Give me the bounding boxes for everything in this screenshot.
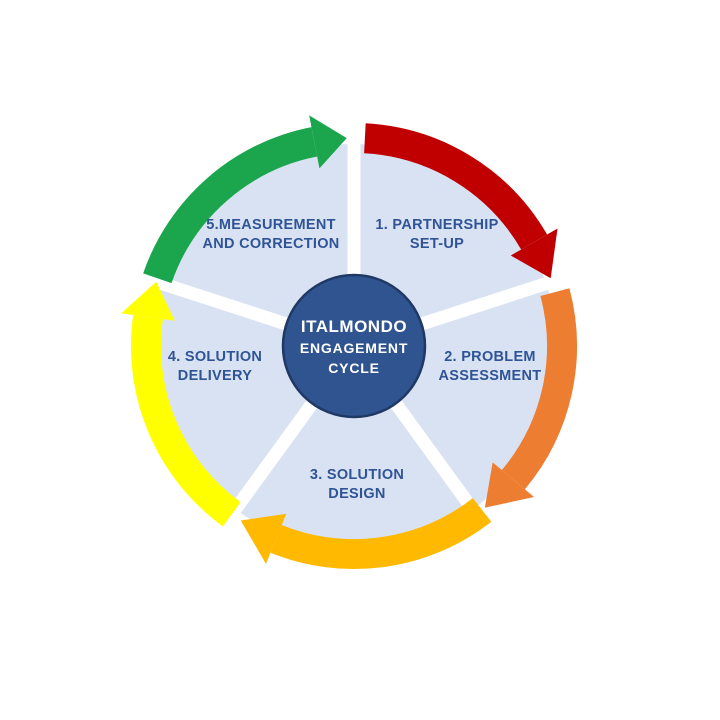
cycle-arrowhead-green <box>309 115 347 169</box>
cycle-arrowhead-gold <box>240 513 287 564</box>
cycle-arrowhead-yellow <box>121 281 175 321</box>
cycle-arrow-arc-green <box>143 127 318 284</box>
cycle-arrow-arc-yellow <box>131 314 241 527</box>
segment-label-solution-design: 3. SOLUTION DESIGN <box>309 467 405 502</box>
segment-label-measurement-correction: 5.MEASUREMENT AND CORRECTION <box>202 217 340 252</box>
segment-label-solution-delivery: 4. SOLUTION DELIVERY <box>167 349 263 384</box>
center-title-block: ITALMONDO ENGAGEMENT CYCLE <box>274 315 434 378</box>
center-circle <box>281 273 427 419</box>
segment-label-partnership-setup: 1. PARTNERSHIP SET-UP <box>375 217 499 252</box>
cycle-arrow-arc-orange <box>501 288 577 490</box>
wedge-segment-3 <box>235 346 473 548</box>
cycle-arrow-arc-dark-red <box>363 123 548 250</box>
center-title-line2: ENGAGEMENT <box>299 340 409 356</box>
center-title-line3: CYCLE <box>328 360 380 376</box>
center-title-line1: ITALMONDO <box>300 317 408 336</box>
cycle-arrowhead-orange <box>484 462 535 508</box>
segment-label-problem-assessment: 2. PROBLEM ASSESSMENT <box>438 349 542 384</box>
cycle-arrow-arc-gold <box>270 497 492 569</box>
cycle-arrowhead-dark-red <box>510 228 558 279</box>
